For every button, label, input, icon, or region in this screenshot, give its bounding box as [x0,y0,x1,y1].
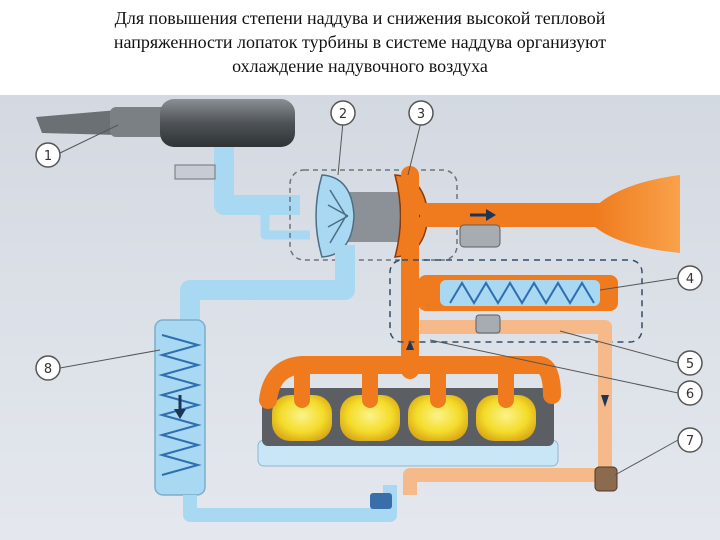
callout-2: 2 [330,100,356,176]
svg-text:4: 4 [686,272,694,287]
egr-boundary [389,259,643,343]
cylinder-3 [408,395,468,441]
caption-line-3: охлаждение надувочного воздуха [232,56,488,76]
callout-3: 3 [407,100,434,176]
callout-5: 5 [559,330,703,376]
cylinder-4 [476,395,536,441]
air-filter [36,99,295,147]
caption-line-1: Для повышения степени наддува и снижения… [114,8,606,28]
throttle-valve [370,493,392,509]
callout-6: 6 [429,339,703,406]
svg-text:6: 6 [686,387,694,402]
egr-cooler [418,275,618,311]
svg-text:5: 5 [686,357,694,372]
svg-text:2: 2 [339,107,347,122]
charge-air-pipe [180,245,355,325]
egr-valve [475,314,501,334]
cylinder-1 [272,395,332,441]
slide-caption: Для повышения степени наддува и снижения… [0,6,720,78]
compressor [315,174,355,258]
exhaust-manifold [259,166,561,409]
callout-4: 4 [599,265,703,291]
egr-thermostat [594,466,618,492]
svg-text:8: 8 [44,362,52,377]
turbocharger-diagram: 1 2 3 4 5 6 7 8 [0,95,720,540]
intercooler [154,319,206,496]
svg-text:7: 7 [686,434,694,449]
svg-text:1: 1 [44,149,52,164]
engine-block [262,388,554,446]
flow-arrow-up [406,340,414,350]
cylinder-2 [340,395,400,441]
air-mass-sensor [174,164,216,180]
turbo-shaft-housing [345,192,407,242]
callout-7: 7 [614,427,703,476]
callout-8: 8 [35,349,161,381]
caption-line-2: напряженности лопаток турбины в системе … [113,32,607,52]
exhaust-outlet [425,175,680,253]
callout-1: 1 [35,124,119,168]
intake-air-pipe [214,147,310,240]
svg-text:3: 3 [417,107,425,122]
wastegate-actuator [459,224,501,248]
flow-arrow-down [601,395,609,407]
